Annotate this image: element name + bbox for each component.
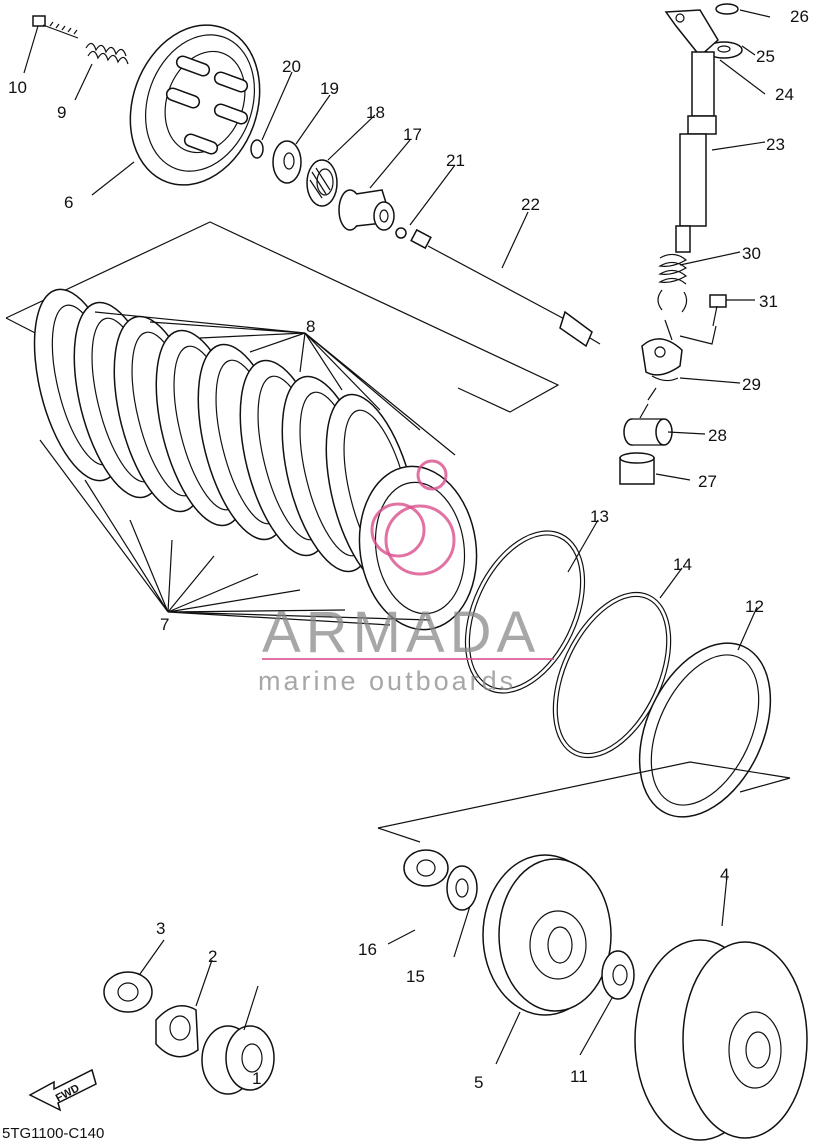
fwd-arrow-icon: FWD	[28, 1068, 97, 1112]
part-29-plate	[641, 338, 683, 382]
callout-22: 22	[521, 195, 540, 214]
callout-18: 18	[366, 103, 385, 122]
part-26-washer	[715, 3, 739, 15]
part-1-gear	[201, 1025, 275, 1095]
part-27-bushing	[619, 452, 655, 485]
part-30-spring	[657, 253, 688, 313]
part-22-push-rod	[410, 228, 601, 348]
hub-group-frame	[377, 761, 791, 843]
part-13-ring	[464, 530, 586, 694]
watermark-divider	[262, 658, 554, 660]
watermark-brand: ARMADA	[262, 600, 540, 665]
part-16-nut	[403, 849, 449, 887]
part-3-nut	[103, 971, 153, 1013]
callout-6: 6	[64, 193, 73, 212]
callout-3: 3	[156, 919, 165, 938]
callout-17: 17	[403, 125, 422, 144]
part-17-collar	[338, 189, 395, 231]
watermark-tagline: marine outboards	[258, 666, 516, 696]
part-15-lock-washer	[446, 865, 478, 911]
callout-27: 27	[698, 472, 717, 491]
part-23-shaft	[675, 51, 717, 253]
callout-16: 16	[358, 940, 377, 959]
callout-14: 14	[673, 555, 692, 574]
callout-1: 1	[252, 1069, 261, 1088]
part-9-spring	[85, 42, 129, 65]
callout-10: 10	[8, 78, 27, 97]
callout-25: 25	[756, 47, 775, 66]
part-10-bolt	[32, 15, 79, 39]
callout-24: 24	[775, 85, 794, 104]
part-6-pressure-plate	[129, 24, 261, 186]
plate-group-frame-top	[5, 221, 560, 413]
callout-26: 26	[790, 7, 809, 26]
part-31-bolt	[709, 294, 727, 327]
callout-12: 12	[745, 597, 764, 616]
callout-8: 8	[306, 317, 315, 336]
callout-29: 29	[742, 375, 761, 394]
watermark: ARMADA marine outboards	[258, 459, 554, 696]
callout-15: 15	[406, 967, 425, 986]
callout-30: 30	[742, 244, 761, 263]
part-24-lever	[664, 9, 719, 58]
callout-31: 31	[759, 292, 778, 311]
callout-5: 5	[474, 1073, 483, 1092]
part-28-bearing	[623, 418, 673, 446]
diagram-code: 5TG1100-C140	[2, 1125, 104, 1142]
callout-21: 21	[446, 151, 465, 170]
part-19-washer	[272, 140, 302, 184]
part-21-ball	[395, 227, 407, 239]
callout-19: 19	[320, 79, 339, 98]
callout-9: 9	[57, 103, 66, 122]
callout-11: 11	[570, 1067, 588, 1086]
callout-labels: 1 2 3 4 5 6 7 8 9 10 11 12 13 14 15 16 1…	[8, 7, 809, 1092]
callout-28: 28	[708, 426, 727, 445]
callout-20: 20	[282, 57, 301, 76]
callout-23: 23	[766, 135, 785, 154]
callout-4: 4	[720, 865, 729, 884]
clutch-plates-stack	[33, 288, 478, 631]
callout-13: 13	[590, 507, 609, 526]
part-20-circlip	[250, 139, 264, 159]
callout-7: 7	[160, 615, 169, 634]
callout-2: 2	[208, 947, 217, 966]
fwd-label: FWD	[54, 1082, 82, 1104]
part-4-primary-driven-gear	[634, 939, 808, 1141]
part-11-washer	[601, 950, 635, 1000]
part-5-clutch-boss	[482, 854, 612, 1016]
part-18-bearing	[306, 159, 338, 207]
part-12-plate	[638, 642, 772, 818]
part-2-washer	[155, 1005, 199, 1058]
watermark-logo-icon	[370, 459, 456, 576]
